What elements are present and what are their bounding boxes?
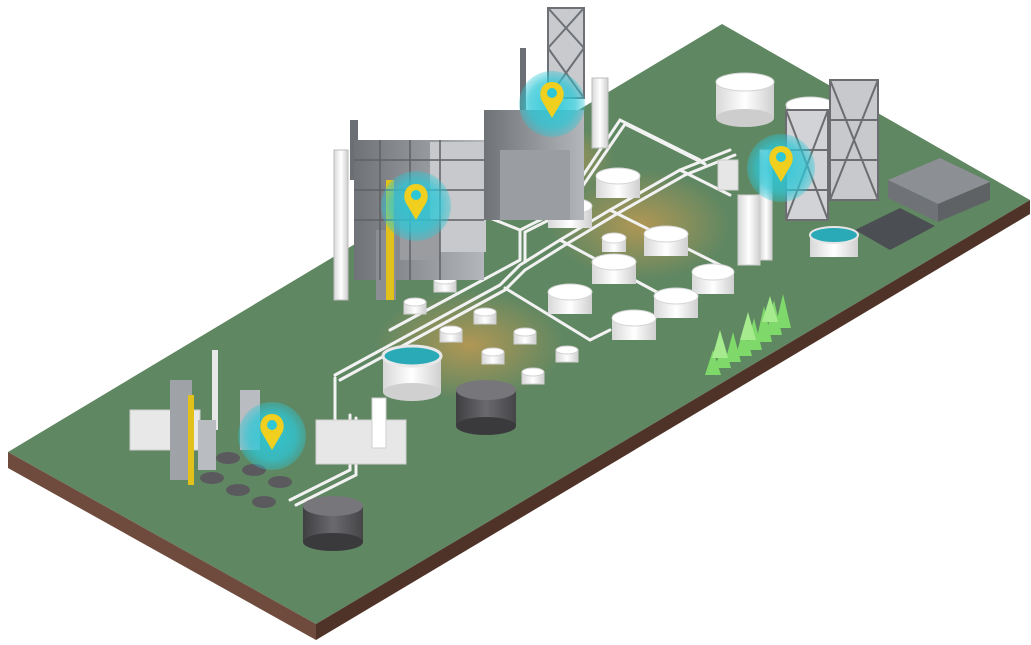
location-marker[interactable]: [519, 71, 585, 137]
process-unit-south: [129, 350, 407, 508]
dark-storage-tank: [303, 496, 363, 551]
water-tank: [809, 226, 859, 257]
open-top-tank: [381, 344, 443, 401]
storage-tank: [595, 167, 641, 198]
location-marker[interactable]: [381, 171, 451, 241]
flat-warehouse: [855, 158, 990, 250]
tree-grove: [705, 294, 791, 375]
location-marker[interactable]: [238, 402, 306, 470]
tank-farm-central: [547, 167, 735, 340]
map-pin-icon: [404, 184, 428, 220]
storage-tank: [691, 263, 735, 294]
storage-tank: [547, 283, 593, 314]
storage-tank: [643, 225, 689, 256]
storage-tank: [591, 253, 637, 284]
storage-tank-large: [715, 72, 775, 127]
location-marker[interactable]: [747, 134, 815, 202]
dark-storage-tank: [456, 380, 516, 435]
storage-tank: [653, 287, 699, 318]
storage-tank: [601, 232, 627, 252]
map-pin-icon: [260, 414, 284, 450]
map-pin-icon: [769, 146, 793, 182]
storage-tank: [611, 309, 657, 340]
lattice-tower: [785, 79, 879, 221]
map-pin-icon: [540, 82, 564, 118]
